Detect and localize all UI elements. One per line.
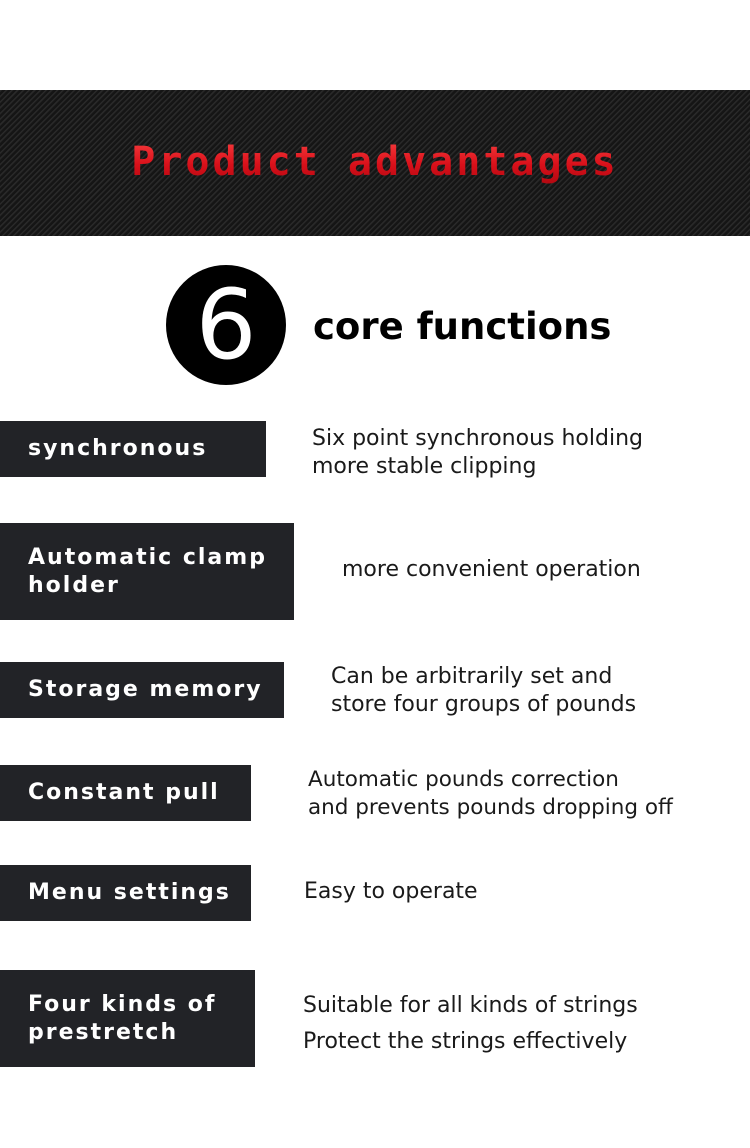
feature-description: Easy to operate [304, 878, 478, 906]
number-badge: 6 [166, 265, 286, 385]
feature-description-line: and prevents pounds dropping off [308, 795, 673, 820]
feature-description-line: Automatic pounds correction [308, 767, 619, 792]
feature-label-text: Menu settings [28, 880, 231, 905]
feature-description: Suitable for all kinds of strings Protec… [303, 988, 638, 1060]
feature-description-line: more stable clipping [312, 454, 537, 479]
feature-description-line: Protect the strings effectively [303, 1029, 628, 1054]
feature-description-line: store four groups of pounds [331, 692, 637, 717]
feature-description: Six point synchronous holding more stabl… [312, 425, 643, 481]
feature-label-text: synchronous [28, 436, 208, 461]
feature-label-automatic-clamp-holder: Automatic clamp holder [0, 523, 294, 620]
feature-description-line: Can be arbitrarily set and [331, 664, 613, 689]
feature-label-storage-memory: Storage memory [0, 662, 284, 718]
feature-label-menu-settings: Menu settings [0, 865, 251, 921]
feature-description: Can be arbitrarily set and store four gr… [331, 663, 636, 719]
feature-description: more convenient operation [342, 556, 641, 584]
feature-label-constant-pull: Constant pull [0, 765, 251, 821]
feature-description-line: Suitable for all kinds of strings [303, 993, 638, 1018]
feature-label-synchronous: synchronous [0, 421, 266, 477]
feature-label-text: Constant pull [28, 780, 220, 805]
feature-description: Automatic pounds correction and prevents… [308, 766, 673, 822]
feature-description-line: more convenient operation [342, 557, 641, 582]
header-banner [0, 90, 750, 236]
core-functions-heading: core functions [313, 305, 612, 348]
number-badge-value: 6 [195, 269, 257, 381]
feature-description-line: Six point synchronous holding [312, 426, 643, 451]
feature-description-line: Easy to operate [304, 879, 478, 904]
page-title: Product advantages [0, 134, 750, 190]
feature-label-four-kinds-of-prestretch: Four kinds of prestretch [0, 970, 255, 1067]
feature-label-text: Automatic clamp holder [28, 544, 267, 598]
feature-label-text: Four kinds of prestretch [28, 991, 217, 1045]
feature-label-text: Storage memory [28, 677, 263, 702]
